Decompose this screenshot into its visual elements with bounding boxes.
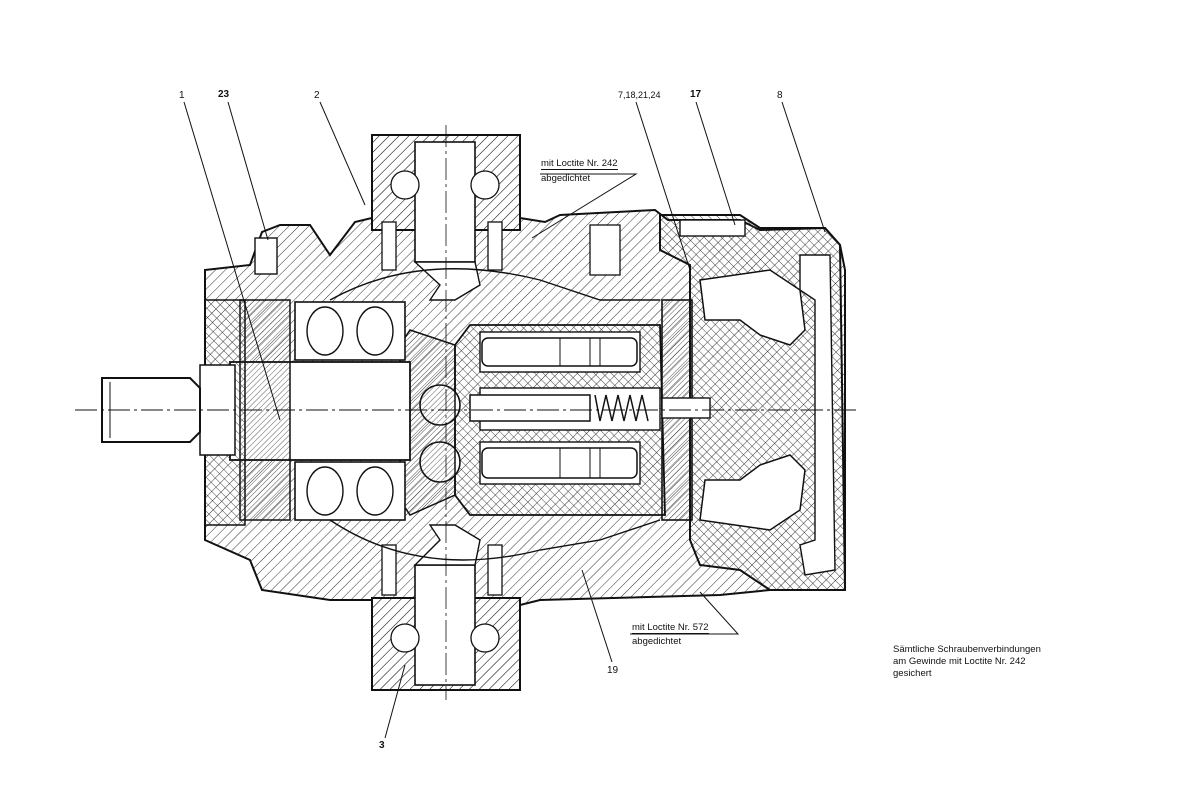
part-label-1: 1	[179, 90, 185, 101]
callout-bottom-line2: abgedichtet	[632, 636, 682, 647]
general-note-line1: Sämtliche Schraubenverbindungen	[893, 644, 1041, 655]
part-label-3: 3	[379, 740, 385, 751]
bottom-bolt-left	[381, 544, 397, 596]
part-label-19: 19	[607, 665, 619, 676]
leader-bottom-callout	[630, 591, 740, 635]
bottom-bolt-right	[487, 544, 503, 596]
rear-cover-inner-slot	[799, 254, 836, 576]
part-label-17: 17	[690, 89, 702, 100]
bottom-port-bore	[414, 564, 476, 686]
rear-port-channel-lower	[699, 454, 806, 531]
leader-19	[581, 569, 613, 663]
callout-top-line1: mit Loctite Nr. 242	[541, 158, 618, 170]
centre-pin	[469, 394, 591, 422]
leader-23	[227, 101, 269, 241]
top-port-bore	[414, 141, 476, 263]
top-bolt-right	[487, 221, 503, 271]
screw-23	[254, 237, 278, 275]
top-port-channel	[413, 261, 481, 301]
callout-bottom-line1: mit Loctite Nr. 572	[632, 622, 709, 634]
screw-17	[679, 219, 746, 237]
leader-17	[695, 101, 736, 226]
callout-top-line2: abgedichtet	[541, 173, 591, 184]
general-note-line3: gesichert	[893, 668, 932, 679]
top-bolt-left	[381, 221, 397, 271]
plug-pin	[589, 224, 621, 276]
leader-7	[635, 101, 691, 271]
part-label-23: 23	[218, 89, 230, 100]
bottom-port-channel	[413, 524, 481, 566]
part-label-7-18-21-24: 7,18,21,24	[618, 90, 661, 100]
centre-screw	[661, 397, 711, 419]
leader-3	[384, 664, 406, 739]
leader-top-callout	[531, 173, 638, 239]
leader-8	[781, 101, 826, 233]
leader-1	[183, 101, 281, 421]
centre-spring	[594, 394, 649, 422]
general-note-line2: am Gewinde mit Loctite Nr. 242	[893, 656, 1026, 667]
rear-port-channel-upper	[699, 269, 806, 346]
leader-2	[319, 101, 366, 206]
part-label-8: 8	[777, 90, 783, 101]
part-label-2: 2	[314, 90, 320, 101]
